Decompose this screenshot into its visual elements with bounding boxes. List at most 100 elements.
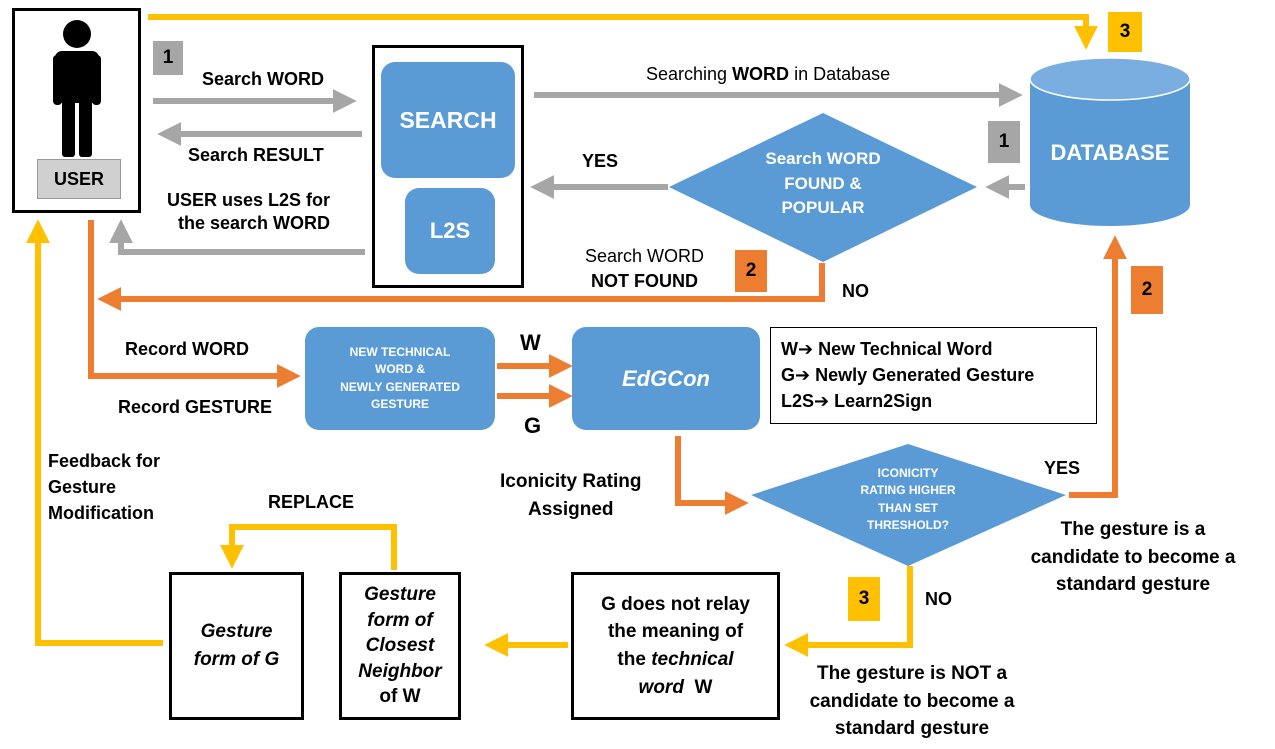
relay-line2: the meaning of <box>607 621 744 643</box>
label-g-arrow: G <box>524 413 542 438</box>
not-found-line1: Search WORD <box>585 246 705 266</box>
label-w-arrow: W <box>520 330 541 355</box>
label-no-top: NO <box>842 281 869 301</box>
new-word-gesture-box: NEW TECHNICAL WORD & NEWLY GENERATED GES… <box>305 327 495 430</box>
label-yes-right: YES <box>1044 458 1081 478</box>
step-badge-1-left: 1 <box>153 41 183 75</box>
legend-value-w: New Technical Word <box>818 339 993 359</box>
relay-line4-italic: word <box>638 676 684 698</box>
step-badge-3-bottom: 3 <box>848 577 880 621</box>
label-not-candidate: The gesture is NOT a candidate to become… <box>786 660 1038 743</box>
neighbor-line4: Neighbor <box>358 660 442 682</box>
label-no-bottom: NO <box>925 589 952 609</box>
step-badge-2-mid: 2 <box>735 250 767 292</box>
not-candidate-line3: standard gesture <box>834 718 990 740</box>
user-box[interactable]: USER <box>12 8 141 213</box>
threshold-line4: THRESHOLD? <box>867 518 949 533</box>
arrow-right-icon: ➔ <box>814 391 830 412</box>
label-yes-top: YES <box>582 151 619 171</box>
closest-neighbor-box[interactable]: Gesture form of Closest Neighbor of W <box>339 572 461 720</box>
decision-found-popular <box>669 113 977 262</box>
legend-value-l2s: Learn2Sign <box>834 391 933 412</box>
candidate-line3: standard gesture <box>1055 574 1211 596</box>
relay-line3-pre: the <box>617 649 652 670</box>
not-found-line2: NOT FOUND <box>591 271 699 292</box>
person-icon <box>53 20 101 157</box>
label-record-gesture: Record GESTURE <box>118 397 273 417</box>
feedback-line2: Gesture <box>48 477 117 498</box>
gesture-g-line2: form of G <box>193 649 280 670</box>
relay-line3-italic: technical <box>651 649 734 670</box>
label-user-uses-l2s: USER uses L2S for the search WORD <box>167 189 330 234</box>
arrow-right-icon: ➔ <box>798 339 814 359</box>
arrow-iconicity <box>675 436 749 515</box>
relay-line4: word W <box>639 674 713 702</box>
legend-item-w: W➔ New Technical Word <box>781 336 1086 362</box>
decision-found-popular-text: Search WORD FOUND & POPULAR <box>732 147 914 221</box>
searching-db-word: WORD <box>732 64 790 84</box>
found-popular-line3: POPULAR <box>781 198 865 218</box>
label-iconicity-assigned: Iconicity Rating Assigned <box>500 468 641 523</box>
arrow-user-to-db <box>148 14 1098 50</box>
feedback-line3: Modification <box>48 503 154 524</box>
database-cylinder <box>1029 57 1191 226</box>
label-record-word: Record WORD <box>125 339 250 359</box>
searching-db-pre: Searching <box>646 64 733 84</box>
label-replace: REPLACE <box>268 492 355 512</box>
threshold-line3: THAN SET <box>878 500 938 515</box>
relay-line3: the technical <box>617 646 733 674</box>
relay-meaning-box: G does not relay the meaning of the tech… <box>571 572 780 720</box>
step-badge-3-top: 3 <box>1108 12 1142 52</box>
legend-box: W➔ New Technical Word G➔ Newly Generated… <box>770 327 1097 424</box>
l2s-button[interactable]: L2S <box>405 188 495 274</box>
legend-item-g: G➔ Newly Generated Gesture <box>781 362 1086 388</box>
label-searching-database: Searching WORD in Database <box>646 64 890 85</box>
not-candidate-line1: The gesture is NOT a <box>816 663 1008 684</box>
database-label: DATABASE <box>1050 140 1170 165</box>
new-word-line3: NEWLY GENERATED <box>340 379 460 394</box>
neighbor-line1: Gesture <box>364 583 436 605</box>
label-search-result: Search RESULT <box>188 145 324 165</box>
searching-db-post: in Database <box>789 64 891 84</box>
legend-value-g: Newly Generated Gesture <box>815 365 1035 386</box>
feedback-line1: Feedback for <box>48 451 161 471</box>
iconicity-line1: Iconicity Rating <box>500 471 642 492</box>
gesture-form-g-box[interactable]: Gesture form of G <box>169 572 304 720</box>
not-candidate-line2: candidate to become a <box>809 690 1015 712</box>
decision-threshold <box>751 444 1066 566</box>
label-candidate: The gesture is a candidate to become a s… <box>1018 516 1248 599</box>
label-feedback: Feedback for Gesture Modification <box>48 448 160 526</box>
threshold-line1: ICONICITY <box>877 466 939 480</box>
relay-line4-post: W <box>683 676 713 698</box>
neighbor-line3: Closest <box>365 635 435 657</box>
edgcon-box[interactable]: EdGCon <box>572 327 760 430</box>
threshold-line2: RATING HIGHER <box>860 483 956 498</box>
label-search-not-found: Search WORD NOT FOUND <box>585 244 704 294</box>
arrow-feedback <box>26 219 163 646</box>
arrow-yes-up <box>1069 235 1127 498</box>
new-word-line1: NEW TECHNICAL <box>349 344 451 359</box>
found-popular-line2: FOUND & <box>784 173 862 193</box>
candidate-line1: The gesture is a <box>1060 519 1206 540</box>
user-uses-l2s-line2: the search WORD <box>178 212 331 233</box>
gesture-g-line1: Gesture <box>200 621 273 643</box>
new-word-line2: WORD & <box>375 362 425 377</box>
candidate-line2: candidate to become a <box>1030 546 1236 568</box>
legend-key-w: W <box>781 339 798 359</box>
step-badge-2-right: 2 <box>1131 266 1163 314</box>
legend-key-l2s: L2S <box>781 391 815 412</box>
iconicity-line2: Assigned <box>527 498 614 520</box>
arrow-not-found <box>97 263 825 311</box>
arrow-right-icon: ➔ <box>795 365 811 386</box>
label-search-word: Search WORD <box>202 69 325 89</box>
search-button[interactable]: SEARCH <box>381 62 515 178</box>
legend-item-l2s: L2S➔ Learn2Sign <box>781 388 1086 414</box>
arrow-user-uses-l2s <box>109 219 365 255</box>
found-popular-line1: Search WORD <box>765 149 881 168</box>
arrow-no-down <box>784 566 913 657</box>
neighbor-line2: form of <box>367 609 433 631</box>
step-badge-1-right: 1 <box>988 121 1020 163</box>
user-uses-l2s-line1: USER uses L2S for <box>167 190 331 210</box>
